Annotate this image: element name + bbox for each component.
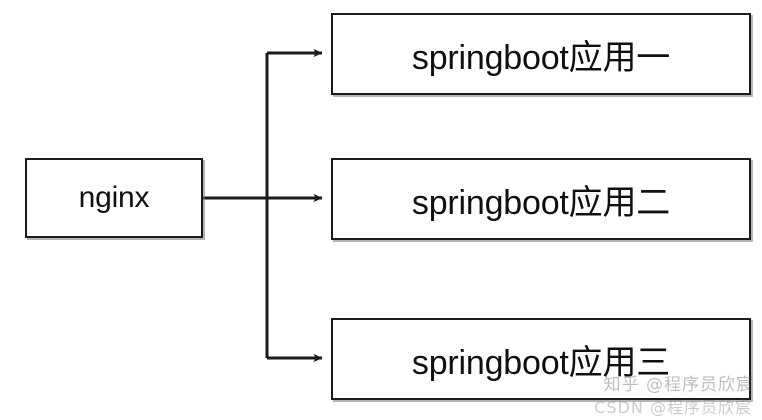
node-springboot-app-3: springboot应用三: [331, 318, 751, 400]
node-springboot-app-1-label: springboot应用一: [411, 38, 671, 77]
node-nginx: nginx: [25, 158, 203, 238]
node-springboot-app-3-label: springboot应用三: [411, 343, 671, 382]
node-nginx-label: nginx: [78, 181, 150, 214]
node-springboot-app-2: springboot应用二: [331, 158, 751, 240]
watermark-zhihu: 知乎 @程序员欣宸: [603, 375, 754, 395]
watermark-csdn: CSDN @程序员欣宸: [594, 398, 752, 417]
node-springboot-app-1: springboot应用一: [331, 13, 751, 95]
node-springboot-app-2-label: springboot应用二: [411, 183, 671, 222]
